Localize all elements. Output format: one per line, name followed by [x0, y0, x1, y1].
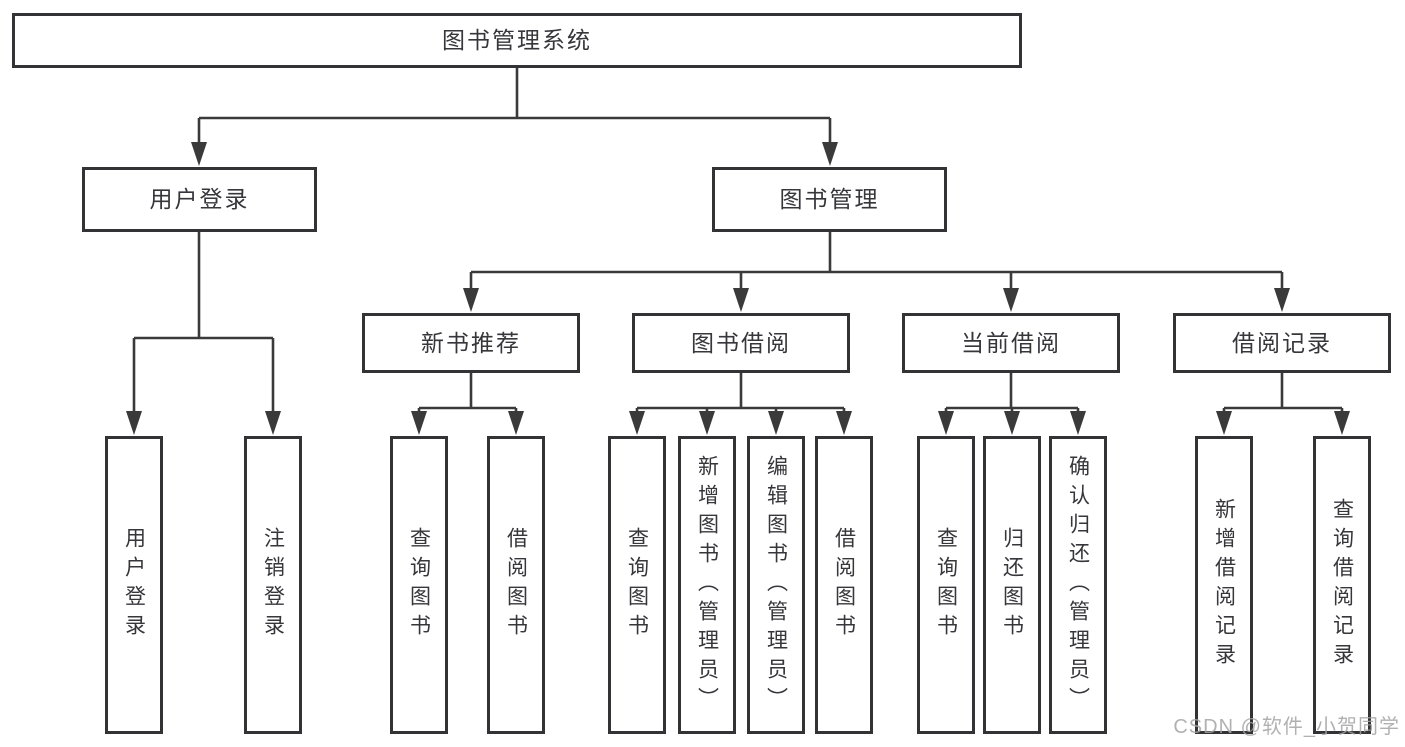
arrow-down-icon — [699, 411, 715, 435]
node-root: 图书管理系统 — [12, 13, 1022, 68]
connector-book-mgmt-to-level3 — [469, 232, 1284, 291]
leaf-current-confirm-return: 确认归还（管理员） — [1049, 436, 1107, 734]
connector-new-book-rec-to-leaves — [417, 373, 518, 414]
leaf-borrow-add-books: 新增图书（管理员） — [678, 436, 736, 734]
arrow-down-icon — [768, 411, 784, 435]
node-user-login: 用户登录 — [82, 167, 317, 232]
connector-book-borrow-to-leaves — [635, 373, 846, 414]
leaf-records-add-record: 新增借阅记录 — [1195, 436, 1253, 734]
leaf-logout: 注销登录 — [244, 436, 302, 734]
node-book-borrowing: 图书借阅 — [632, 313, 850, 373]
node-book-management: 图书管理 — [712, 167, 947, 232]
arrow-down-icon — [508, 411, 524, 435]
arrow-down-icon — [411, 411, 427, 435]
leaf-current-query-books: 查询图书 — [917, 436, 975, 734]
arrow-down-icon — [836, 411, 852, 435]
node-new-book-recommend: 新书推荐 — [362, 313, 580, 373]
arrow-down-icon — [1070, 411, 1086, 435]
leaf-newrec-borrow-books: 借阅图书 — [487, 436, 545, 734]
leaf-borrow-edit-books: 编辑图书（管理员） — [747, 436, 805, 734]
arrow-down-icon — [191, 142, 207, 166]
arrow-down-icon — [733, 288, 749, 312]
node-current-borrowing: 当前借阅 — [902, 313, 1120, 373]
leaf-records-query-record: 查询借阅记录 — [1313, 436, 1371, 734]
arrow-down-icon — [1003, 288, 1019, 312]
arrow-down-icon — [822, 142, 838, 166]
node-borrowing-records: 借阅记录 — [1173, 313, 1391, 373]
arrow-down-icon — [629, 411, 645, 435]
arrow-down-icon — [938, 411, 954, 435]
arrow-down-icon — [463, 288, 479, 312]
leaf-current-return-books: 归还图书 — [983, 436, 1041, 734]
leaf-borrow-query-books: 查询图书 — [608, 436, 666, 734]
arrow-down-icon — [1334, 411, 1350, 435]
connector-current-borrow-to-leaves — [944, 373, 1080, 414]
arrow-down-icon — [1004, 411, 1020, 435]
arrow-down-icon — [1216, 411, 1232, 435]
connector-borrow-records-to-leaves — [1222, 373, 1344, 414]
arrow-down-icon — [126, 411, 142, 435]
arrow-down-icon — [1274, 288, 1290, 312]
leaf-user-login: 用户登录 — [105, 436, 163, 734]
connector-user-login-to-leaves — [132, 232, 275, 414]
connector-root-to-level2 — [197, 68, 832, 144]
arrow-down-icon — [265, 411, 281, 435]
leaf-borrow-borrow-books: 借阅图书 — [815, 436, 873, 734]
leaf-newrec-query-books: 查询图书 — [390, 436, 448, 734]
